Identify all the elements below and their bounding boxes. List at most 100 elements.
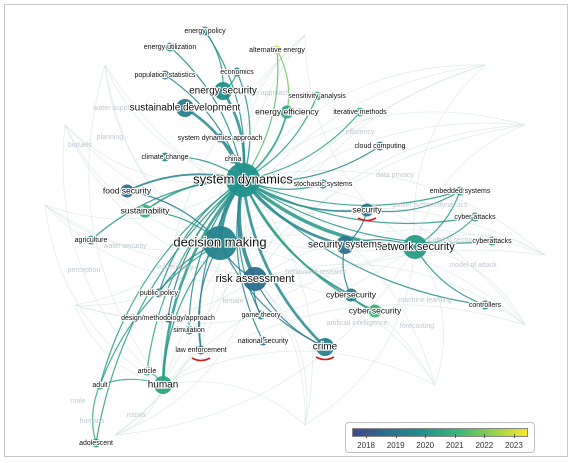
link-dm-human (162, 242, 221, 386)
background-link (242, 179, 313, 426)
link-sd-emb (242, 179, 461, 207)
link-sd-ctrl (242, 179, 486, 306)
background-link (414, 124, 526, 248)
faint-label-humans: humans (80, 418, 105, 425)
node-cloud-computing[interactable] (375, 141, 385, 151)
node-cyber-security[interactable] (368, 304, 382, 318)
link-sd-adult (99, 179, 244, 386)
label-food-security: food security (103, 185, 152, 195)
node-population-statistics[interactable] (160, 70, 170, 80)
node-cybersecurity[interactable] (344, 288, 358, 302)
node-cyberattacks[interactable] (487, 236, 497, 246)
node-law-enforcement[interactable] (196, 345, 206, 355)
background-link (414, 234, 546, 256)
node-design-methodology-approach[interactable] (163, 313, 173, 323)
node-stochastic-systems[interactable] (318, 179, 328, 189)
label-article: article (138, 368, 157, 375)
node-sensitivity-analysis[interactable] (312, 91, 322, 101)
label-agriculture: agriculture (75, 237, 108, 244)
background-link (219, 122, 526, 244)
legend-year-2022: 2022 (475, 441, 494, 450)
node-energy-security[interactable] (214, 82, 232, 100)
node-national-security[interactable] (258, 336, 268, 346)
node-sustainable-development[interactable] (176, 99, 194, 117)
link-security-emb (366, 190, 461, 213)
faint-label-female: female (222, 298, 243, 305)
keyword-network[interactable]: water supplyplanningbiofuelsefficiencyda… (5, 5, 569, 458)
node-game-theory[interactable] (256, 310, 266, 320)
node-network-security[interactable] (403, 235, 427, 259)
label-public-policy: public policy (140, 290, 179, 297)
label-crime: crime (313, 342, 338, 353)
label-simulation: simulation (173, 327, 205, 334)
node-security-systems[interactable] (336, 236, 354, 254)
highlight-mark-security (357, 217, 377, 222)
node-energy-utilization[interactable] (165, 42, 175, 52)
node-climate-change[interactable] (160, 152, 170, 162)
label-design-methodology-approach: design/methodology/approach (121, 315, 215, 322)
legend-year-2021: 2021 (445, 441, 464, 450)
link-sd-article (146, 179, 244, 372)
label-sustainable-development: sustainable development (130, 103, 241, 114)
link-sd-adol (95, 179, 244, 444)
node-security[interactable] (360, 203, 374, 217)
node-system-dynamics[interactable] (226, 163, 260, 197)
label-adolescent: adolescent (79, 440, 113, 447)
background-link (219, 242, 436, 386)
faint-label-vulnerability: vulnerability (157, 264, 194, 271)
background-link (162, 304, 526, 386)
faint-label-agricultural-sector: agricultural sector (417, 237, 473, 244)
node-adolescent[interactable] (91, 438, 101, 448)
node-sustainability[interactable] (138, 204, 152, 218)
node-controllers[interactable] (480, 300, 490, 310)
node-food-security[interactable] (120, 184, 134, 198)
legend-year-2019: 2019 (386, 441, 405, 450)
node-agriculture[interactable] (86, 235, 96, 245)
node-cyber-attacks[interactable] (470, 212, 480, 222)
node-article[interactable] (142, 366, 152, 376)
label-system-dynamics-approach: system dynamics approach (178, 135, 263, 142)
node-public-policy[interactable] (154, 288, 164, 298)
label-energy-efficiency: energy efficiency (255, 106, 319, 116)
background-link (254, 64, 486, 280)
label-law-enforcement: law enforcement (175, 347, 226, 354)
node-iterative-methods[interactable] (355, 107, 365, 117)
background-link (414, 246, 445, 386)
node-alternative-energy[interactable] (272, 45, 282, 55)
node-embedded-systems[interactable] (455, 186, 465, 196)
faint-label-russia: russia (127, 412, 146, 419)
link-sd-agri (90, 179, 244, 241)
label-sensitivity-analysis: sensitivity analysis (288, 93, 346, 100)
faint-label-water-supply: water supply (92, 105, 133, 112)
faint-label-perception: perception (68, 267, 101, 274)
node-simulation[interactable] (184, 325, 194, 335)
node-economics[interactable] (232, 67, 242, 77)
label-energy-security: energy security (189, 86, 257, 97)
faint-label-behavioral-research: behavioral research (285, 269, 347, 276)
faint-label-water-security: water security (102, 243, 147, 250)
label-cyber-security: cyber security (349, 305, 402, 315)
background-link (44, 204, 256, 282)
legend-year-2023: 2023 (505, 441, 523, 450)
label-economics: economics (220, 69, 254, 76)
node-crime[interactable] (316, 338, 334, 356)
node-decision-making[interactable] (203, 226, 237, 260)
node-human[interactable] (154, 376, 172, 394)
node-adult[interactable] (95, 380, 105, 390)
node-system-dynamics-approach[interactable] (215, 133, 225, 143)
keyword-nodes[interactable] (86, 26, 497, 448)
node-china[interactable] (228, 154, 238, 164)
background-link (88, 64, 164, 386)
label-system-dynamics: system dynamics (193, 171, 293, 186)
node-energy-policy[interactable] (200, 26, 210, 36)
faint-keyword-labels: water supplyplanningbiofuelsefficiencyda… (68, 90, 498, 425)
label-cyberattacks: cyberattacks (472, 238, 512, 245)
label-stochastic-systems: stochastic systems (294, 181, 353, 188)
node-energy-efficiency[interactable] (280, 105, 294, 119)
node-risk-assessment[interactable] (243, 267, 267, 291)
label-china: china (225, 156, 242, 163)
background-link (414, 246, 526, 326)
